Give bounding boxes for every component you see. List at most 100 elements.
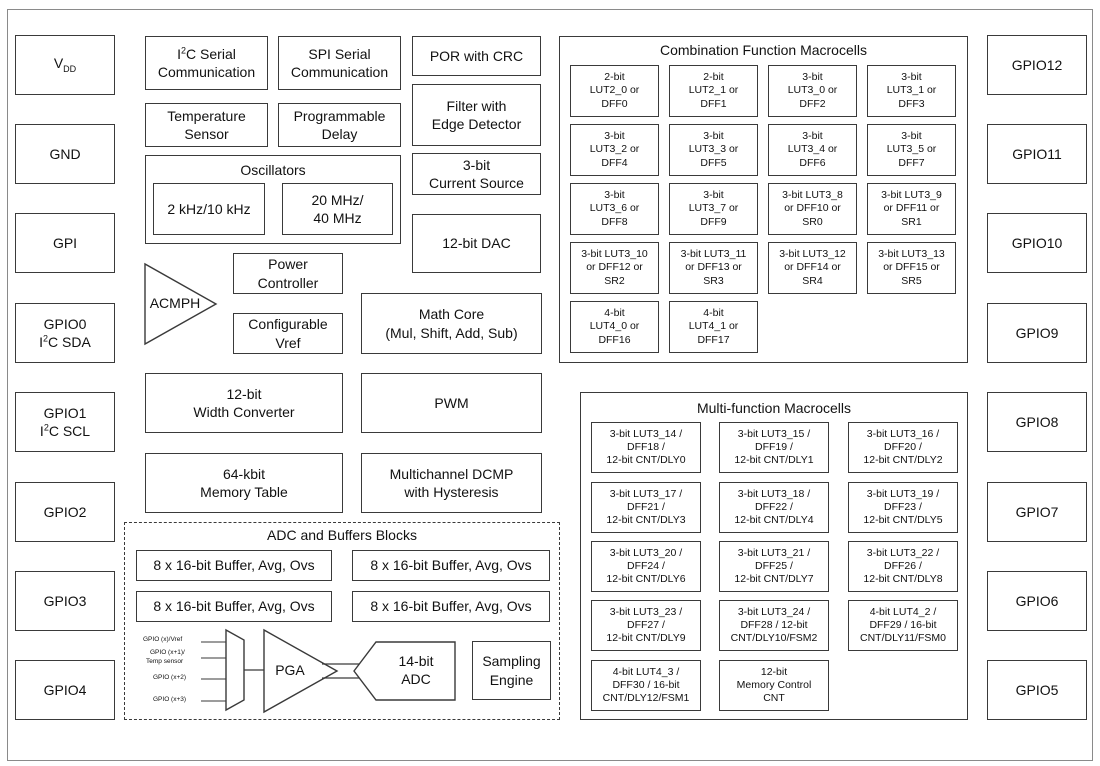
math-core-block: Math Core (Mul, Shift, Add, Sub) — [361, 293, 542, 354]
pin-gnd-label: GND — [49, 145, 81, 162]
pin-gpio6-label: GPIO6 — [1015, 592, 1059, 609]
current-source-block: 3-bit Current Source — [412, 153, 541, 195]
combination-cell: 3-bit LUT3_7 or DFF9 — [669, 183, 758, 235]
pin-gpio12: GPIO12 — [987, 35, 1087, 95]
mux-input-label-5: GPIO (x+3) — [153, 696, 187, 703]
multifunction-cell: 3-bit LUT3_19 / DFF23 / 12-bit CNT/DLY5 — [848, 482, 958, 533]
pga-label: PGA — [275, 662, 305, 678]
combination-cell: 3-bit LUT3_6 or DFF8 — [570, 183, 659, 235]
multifunction-macrocells-group: Multi-function Macrocells — [580, 392, 968, 720]
multifunction-cell: 4-bit LUT4_2 / DFF29 / 16-bit CNT/DLY11/… — [848, 600, 958, 651]
pin-gpio3: GPIO3 — [15, 571, 115, 631]
multifunction-cell: 3-bit LUT3_23 / DFF27 / 12-bit CNT/DLY9 — [591, 600, 701, 651]
combination-cell: 4-bit LUT4_1 or DFF17 — [669, 301, 758, 353]
mux-input-label-1: GPIO (x)/Vref — [143, 636, 183, 643]
pwm-block: PWM — [361, 373, 542, 433]
multifunction-cell: 3-bit LUT3_16 / DFF20 / 12-bit CNT/DLY2 — [848, 422, 958, 473]
adc-buffers-title: ADC and Buffers Blocks — [267, 527, 417, 543]
pin-gpio2-label: GPIO2 — [43, 503, 87, 520]
combination-cell: 2-bit LUT2_1 or DFF1 — [669, 65, 758, 117]
pin-gnd: GND — [15, 124, 115, 184]
multifunction-cell: 3-bit LUT3_22 / DFF26 / 12-bit CNT/DLY8 — [848, 541, 958, 592]
combination-cell: 2-bit LUT2_0 or DFF0 — [570, 65, 659, 117]
width-converter-block: 12-bit Width Converter — [145, 373, 343, 433]
power-controller-block: Power Controller — [233, 253, 343, 294]
combination-cell: 3-bit LUT3_10 or DFF12 or SR2 — [570, 242, 659, 294]
buffer-block-4: 8 x 16-bit Buffer, Avg, Ovs — [352, 591, 550, 622]
combination-cell: 3-bit LUT3_0 or DFF2 — [768, 65, 857, 117]
adc-buffers-group: ADC and Buffers Blocks — [124, 522, 560, 720]
pin-gpio9: GPIO9 — [987, 303, 1087, 363]
pin-gpio11-label: GPIO11 — [1012, 145, 1062, 162]
pin-gpio4: GPIO4 — [15, 660, 115, 720]
filter-edge-detector-block: Filter with Edge Detector — [412, 84, 541, 146]
pin-gpio8-label: GPIO8 — [1015, 413, 1059, 430]
buffer-block-1: 8 x 16-bit Buffer, Avg, Ovs — [136, 550, 332, 581]
pin-gpi: GPI — [15, 213, 115, 273]
pin-vdd-label: VDD — [53, 55, 77, 75]
oscillators-title: Oscillators — [240, 162, 306, 178]
pin-gpi-label: GPI — [52, 234, 78, 251]
oscillators-group: Oscillators — [145, 155, 401, 244]
pin-gpio5-label: GPIO5 — [1015, 681, 1059, 698]
multifunction-macrocells-title: Multi-function Macrocells — [696, 400, 852, 416]
combination-cell: 3-bit LUT3_8 or DFF10 or SR0 — [768, 183, 857, 235]
pin-gpio10: GPIO10 — [987, 213, 1087, 273]
pin-gpio8: GPIO8 — [987, 392, 1087, 452]
multifunction-cell: 3-bit LUT3_14 / DFF18 / 12-bit CNT/DLY0 — [591, 422, 701, 473]
dac-block: 12-bit DAC — [412, 214, 541, 273]
pin-gpio7-label: GPIO7 — [1015, 503, 1059, 520]
pin-vdd: VDD — [15, 35, 115, 95]
combination-cell: 3-bit LUT3_12 or DFF14 or SR4 — [768, 242, 857, 294]
buffer-block-3: 8 x 16-bit Buffer, Avg, Ovs — [136, 591, 332, 622]
pin-gpio4-label: GPIO4 — [43, 681, 87, 698]
spi-block: SPI Serial Communication — [278, 36, 401, 90]
temperature-sensor-block: Temperature Sensor — [145, 103, 268, 147]
combination-macrocells-group: Combination Function Macrocells — [559, 36, 968, 363]
programmable-delay-block: Programmable Delay — [278, 103, 401, 147]
pin-gpio11: GPIO11 — [987, 124, 1087, 184]
multifunction-cell: 3-bit LUT3_18 / DFF22 / 12-bit CNT/DLY4 — [719, 482, 829, 533]
mux-input-label-3: Temp sensor — [146, 658, 184, 665]
mux-input-label-2: GPIO (x+1)/ — [150, 649, 185, 656]
combination-cell: 4-bit LUT4_0 or DFF16 — [570, 301, 659, 353]
combination-cell: 3-bit LUT3_9 or DFF11 or SR1 — [867, 183, 956, 235]
combination-cell: 3-bit LUT3_2 or DFF4 — [570, 124, 659, 176]
pin-gpio9-label: GPIO9 — [1015, 324, 1059, 341]
combination-cell: 3-bit LUT3_4 or DFF6 — [768, 124, 857, 176]
memory-table-block: 64-kbit Memory Table — [145, 453, 343, 513]
combination-cell: 3-bit LUT3_3 or DFF5 — [669, 124, 758, 176]
dcmp-block: Multichannel DCMP with Hysteresis — [361, 453, 542, 513]
pin-gpio6: GPIO6 — [987, 571, 1087, 631]
adc-label: 14-bit ADC — [398, 653, 434, 688]
configurable-vref-block: Configurable Vref — [233, 313, 343, 354]
multifunction-cell: 3-bit LUT3_20 / DFF24 / 12-bit CNT/DLY6 — [591, 541, 701, 592]
pin-gpio12-label: GPIO12 — [1011, 56, 1063, 73]
acmph-label: ACMPH — [149, 295, 201, 311]
multifunction-cell: 3-bit LUT3_21 / DFF25 / 12-bit CNT/DLY7 — [719, 541, 829, 592]
pin-gpio5: GPIO5 — [987, 660, 1087, 720]
combination-cell: 3-bit LUT3_5 or DFF7 — [867, 124, 956, 176]
oscillator-low-block: 2 kHz/10 kHz — [153, 183, 265, 235]
multifunction-cell: 3-bit LUT3_17 / DFF21 / 12-bit CNT/DLY3 — [591, 482, 701, 533]
pin-gpio7: GPIO7 — [987, 482, 1087, 542]
mux-input-label-4: GPIO (x+2) — [153, 674, 187, 681]
multifunction-cell: 3-bit LUT3_24 / DFF28 / 12-bit CNT/DLY10… — [719, 600, 829, 651]
por-crc-block: POR with CRC — [412, 36, 541, 76]
pin-gpio2: GPIO2 — [15, 482, 115, 542]
combination-macrocells-title: Combination Function Macrocells — [660, 42, 867, 58]
multifunction-cell: 3-bit LUT3_15 / DFF19 / 12-bit CNT/DLY1 — [719, 422, 829, 473]
pin-gpio3-label: GPIO3 — [43, 592, 87, 609]
multifunction-cell: 4-bit LUT4_3 / DFF30 / 16-bit CNT/DLY12/… — [591, 660, 701, 711]
buffer-block-2: 8 x 16-bit Buffer, Avg, Ovs — [352, 550, 550, 581]
sampling-engine-block: Sampling Engine — [472, 641, 551, 700]
combination-cell: 3-bit LUT3_11 or DFF13 or SR3 — [669, 242, 758, 294]
multifunction-cell: 12-bit Memory Control CNT — [719, 660, 829, 711]
oscillator-high-block: 20 MHz/ 40 MHz — [282, 183, 393, 235]
combination-cell: 3-bit LUT3_13 or DFF15 or SR5 — [867, 242, 956, 294]
